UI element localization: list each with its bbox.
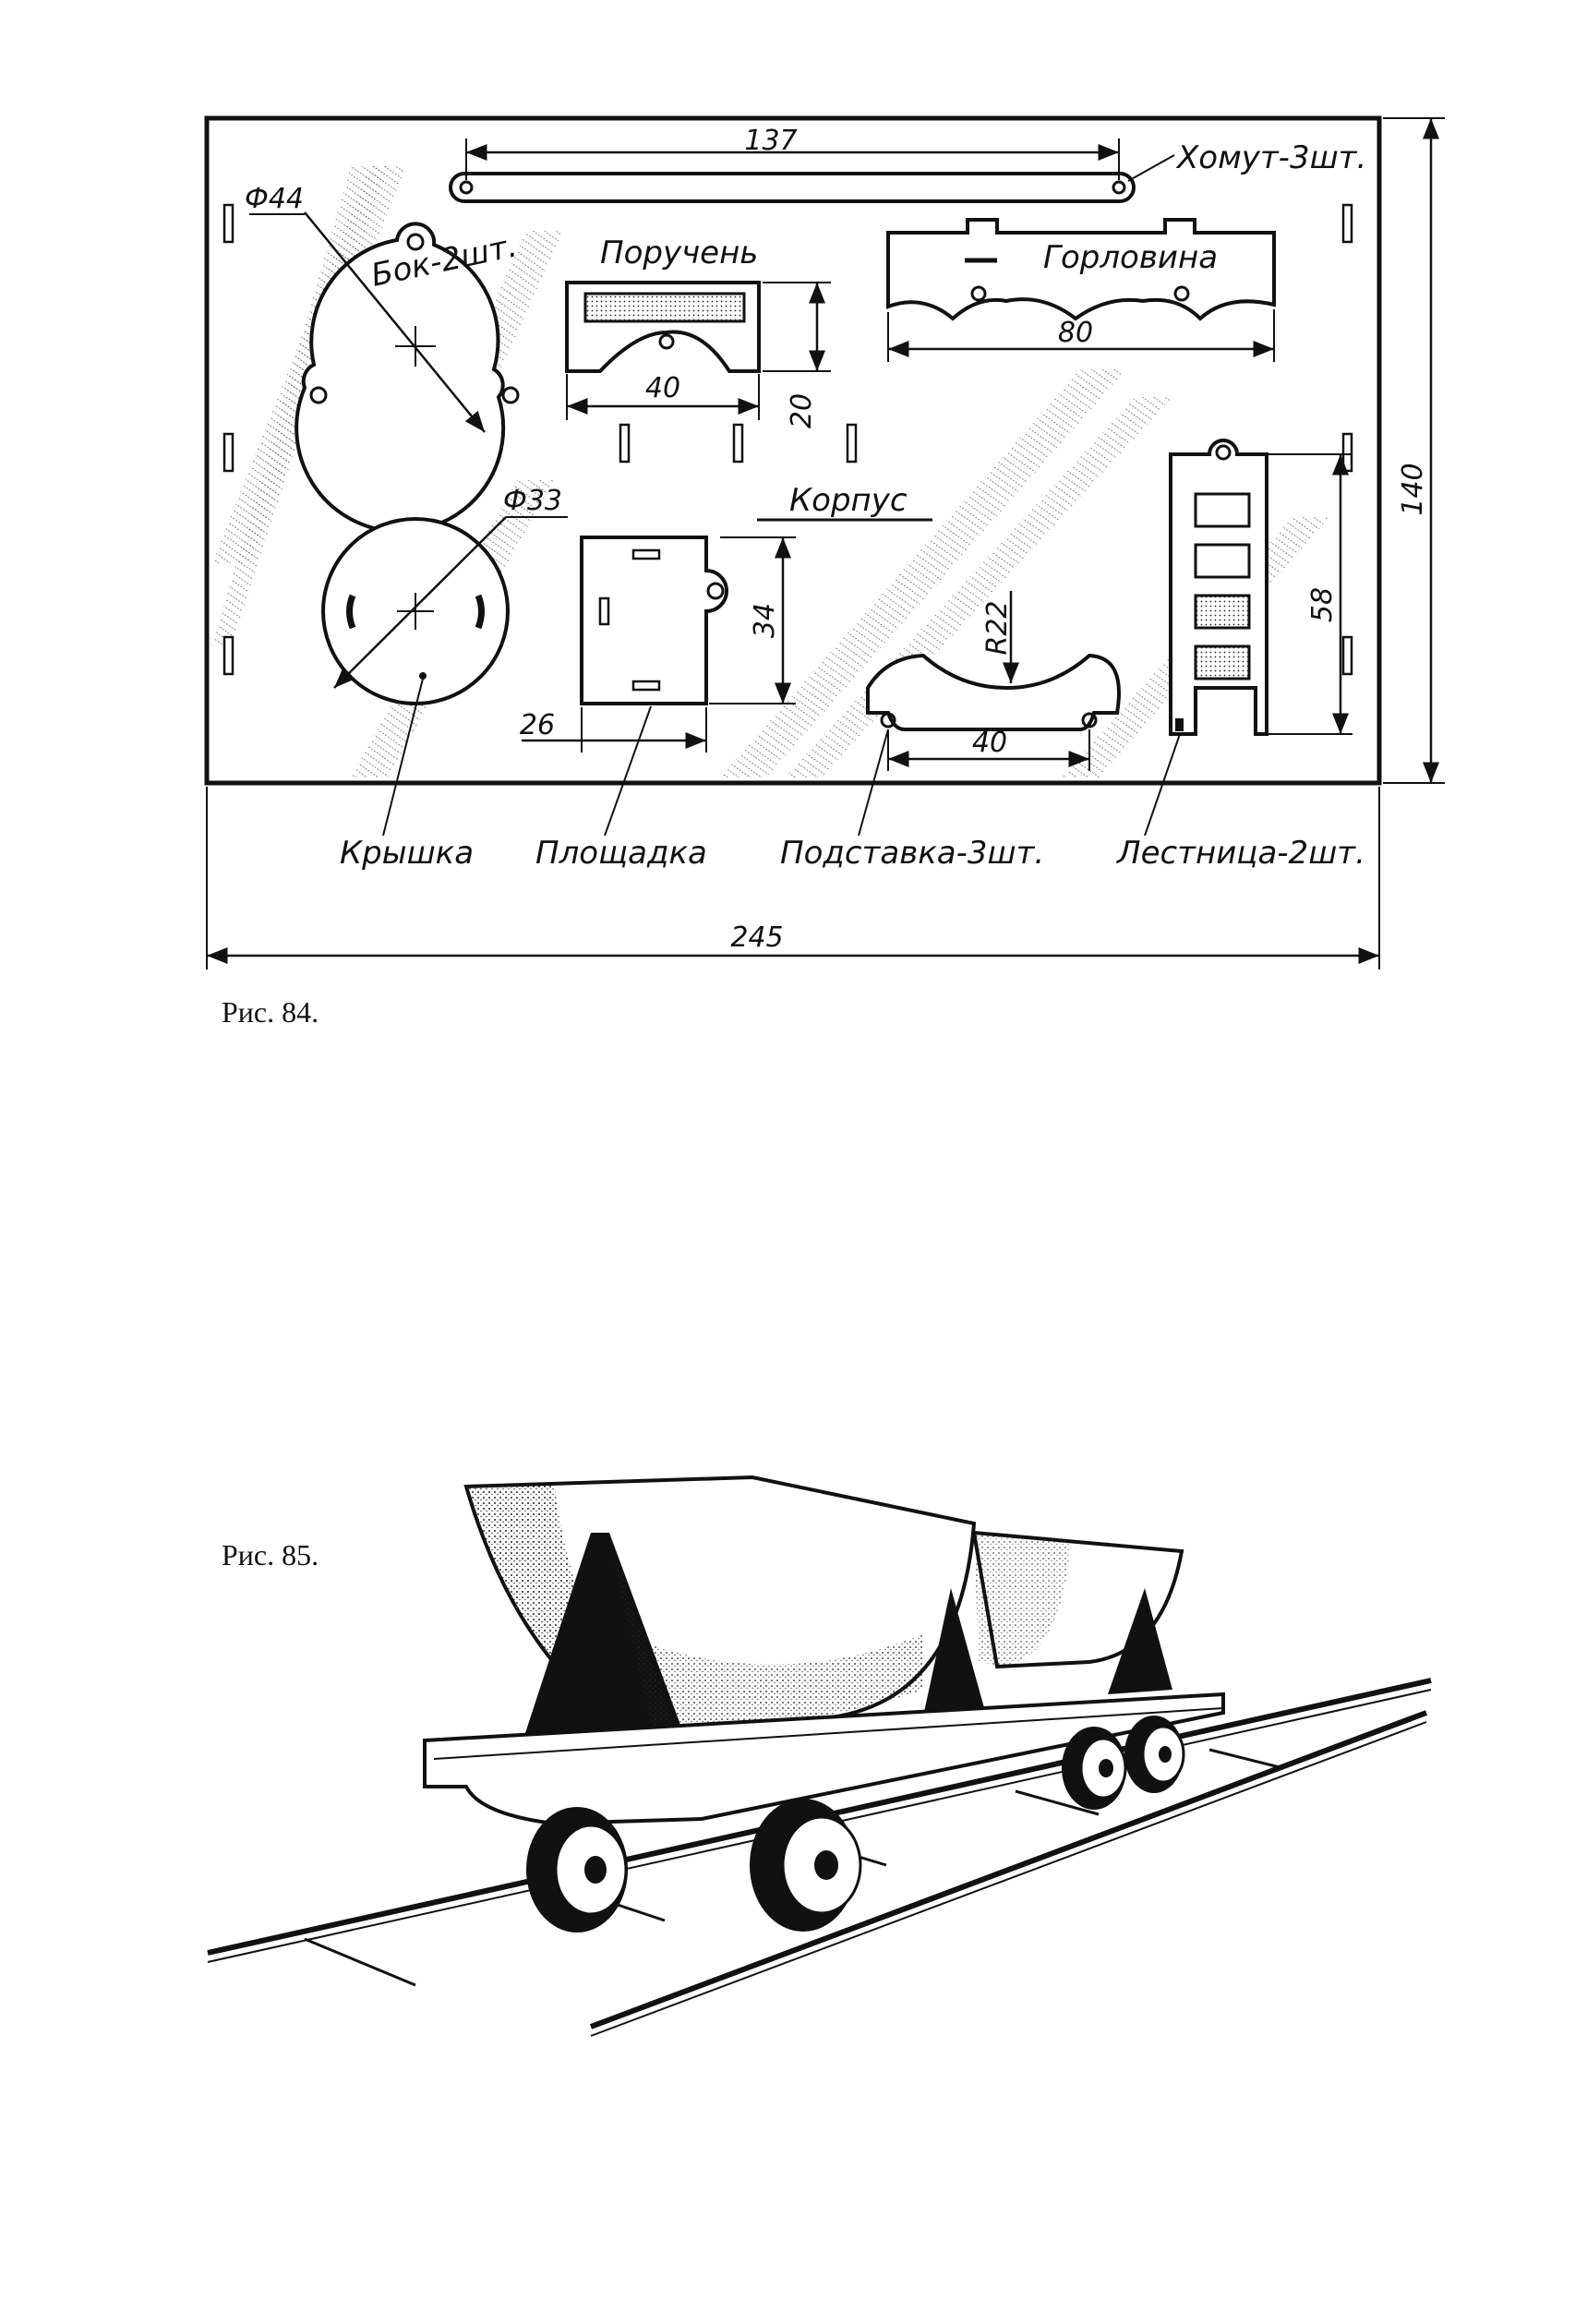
dim-kryshka-diameter: Ф33 — [503, 485, 562, 517]
dim-bok-diameter: Ф44 — [245, 183, 304, 215]
label-xomut: Хомут-3шт. — [1175, 139, 1366, 176]
part-gorlovina — [886, 218, 1276, 362]
figure-85-caption: Рис. 85. — [222, 1538, 319, 1571]
label-podstavka: Подставка-3шт. — [780, 835, 1044, 872]
cart-rear-tub — [971, 1530, 1184, 1694]
dim-korpus-width: 26 — [520, 709, 555, 741]
part-lestnitsa — [1144, 439, 1353, 837]
part-podstavka — [858, 591, 1121, 837]
label-gorlovina: Горловина — [1043, 239, 1218, 276]
dim-xomut-length: 137 — [744, 125, 797, 157]
dim-podstavka-width: 40 — [972, 727, 1007, 759]
wheel-rear-right — [1124, 1716, 1185, 1793]
dim-podstavka-radius: R22 — [981, 600, 1014, 655]
part-korpus — [522, 518, 932, 837]
cart-front-tub — [463, 1475, 997, 1787]
label-lestnitsa: Лестница-2шт. — [1115, 835, 1365, 872]
dim-gorlovina-width: 80 — [1058, 317, 1093, 349]
dim-lestnitsa-height: 58 — [1306, 587, 1339, 622]
dim-korpus-height: 34 — [749, 603, 781, 638]
label-poruchen: Поручень — [600, 235, 758, 271]
overall-dimensions — [206, 117, 1445, 969]
cart-platform — [423, 1692, 1225, 1826]
wheel-front-right — [750, 1799, 862, 1932]
edge-slots — [222, 203, 1353, 676]
dim-poruchen-width: 40 — [645, 372, 680, 404]
dim-total-height: 140 — [1397, 463, 1429, 515]
label-kryshka: Крышка — [340, 835, 474, 872]
part-poruchen — [565, 281, 831, 420]
wheel-rear-left — [1062, 1727, 1127, 1810]
wheel-front-left — [526, 1807, 628, 1933]
part-xomut — [449, 138, 1175, 203]
label-korpus: Корпус — [789, 482, 908, 519]
figure-84-caption: Рис. 84. — [222, 995, 319, 1029]
cart-wheels — [526, 1716, 1185, 1933]
dim-total-width: 245 — [730, 921, 783, 954]
label-ploshchadka: Площадка — [535, 835, 707, 872]
plywood-sheet — [204, 115, 1382, 786]
dim-poruchen-height: 20 — [786, 393, 818, 428]
part-kryshka — [321, 516, 568, 837]
